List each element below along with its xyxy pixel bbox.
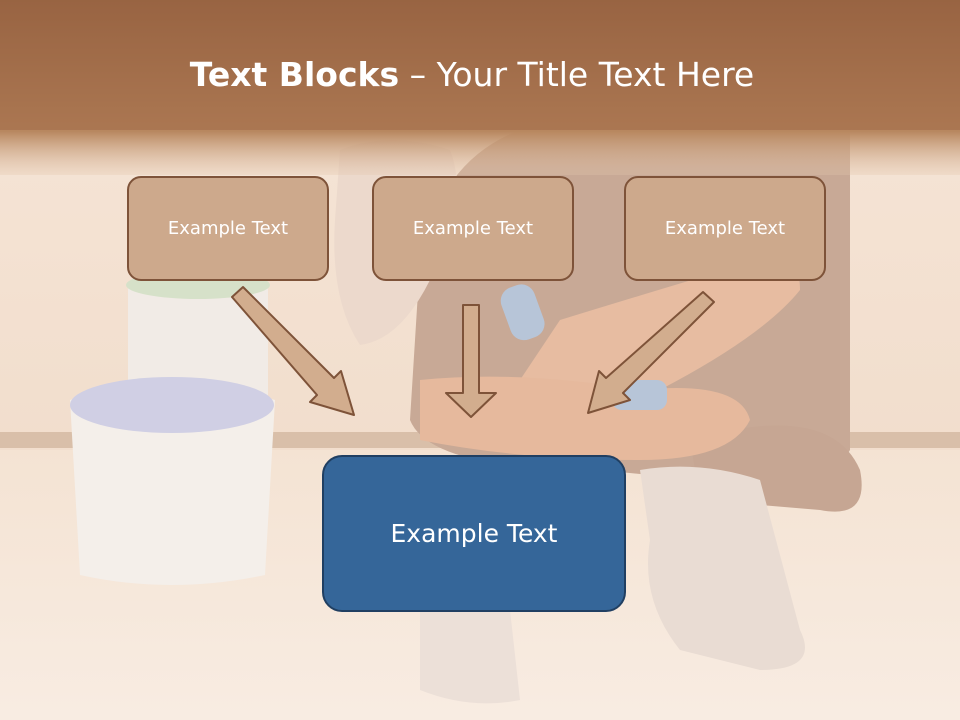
main-text-block-label: Example Text — [390, 519, 558, 548]
text-block-2[interactable]: Example Text — [372, 176, 574, 281]
text-block-1-label: Example Text — [167, 218, 289, 239]
slide-title: Text Blocks – Your Title Text Here — [0, 52, 944, 98]
title-rest: Your Title Text Here — [436, 55, 755, 94]
title-bold-part: Text Blocks — [189, 55, 400, 94]
text-block-3-label: Example Text — [664, 218, 786, 239]
text-block-2-label: Example Text — [412, 218, 534, 239]
title-separator: – — [399, 55, 437, 94]
main-text-block[interactable]: Example Text — [322, 455, 626, 612]
text-block-1[interactable]: Example Text — [127, 176, 329, 281]
text-block-3[interactable]: Example Text — [624, 176, 826, 281]
